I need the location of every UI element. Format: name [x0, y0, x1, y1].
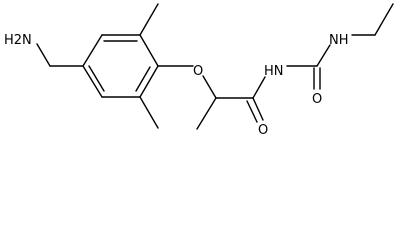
bond-ch-methyl	[196, 97, 217, 130]
benzene-ring	[82, 34, 159, 98]
bond-carbonyl-o-2	[246, 100, 258, 123]
lower-methyl-bond	[139, 96, 159, 129]
ring-double-bond-right	[135, 66, 151, 92]
urea-oxygen-label: O	[312, 92, 322, 107]
bond-n-ch2	[36, 43, 51, 67]
bond-carbonyl-nh	[252, 76, 266, 99]
bond-ethyl-ch3	[374, 3, 394, 36]
ring-double-bond-left	[88, 65, 105, 92]
bond-carbonyl-o-1	[252, 97, 264, 121]
structure-diagram: H2N O HN NH O O	[4, 3, 394, 138]
ring-bond-1	[82, 34, 103, 67]
amide-nh-label: HN	[264, 64, 284, 79]
amine-label: H2N	[4, 33, 32, 48]
ring-bond-6	[82, 65, 103, 98]
aminomethyl-group	[36, 43, 84, 67]
amide-oxygen-label: O	[258, 123, 268, 138]
ring-bond-3	[139, 34, 159, 67]
bond-o-ch	[202, 75, 217, 99]
upper-methyl-bond	[139, 3, 159, 36]
bond-urea-c-nh	[316, 44, 331, 67]
urea-nh-label: NH	[329, 33, 349, 48]
ether-oxygen-label: O	[193, 64, 203, 79]
ring-bond-4	[139, 65, 159, 98]
